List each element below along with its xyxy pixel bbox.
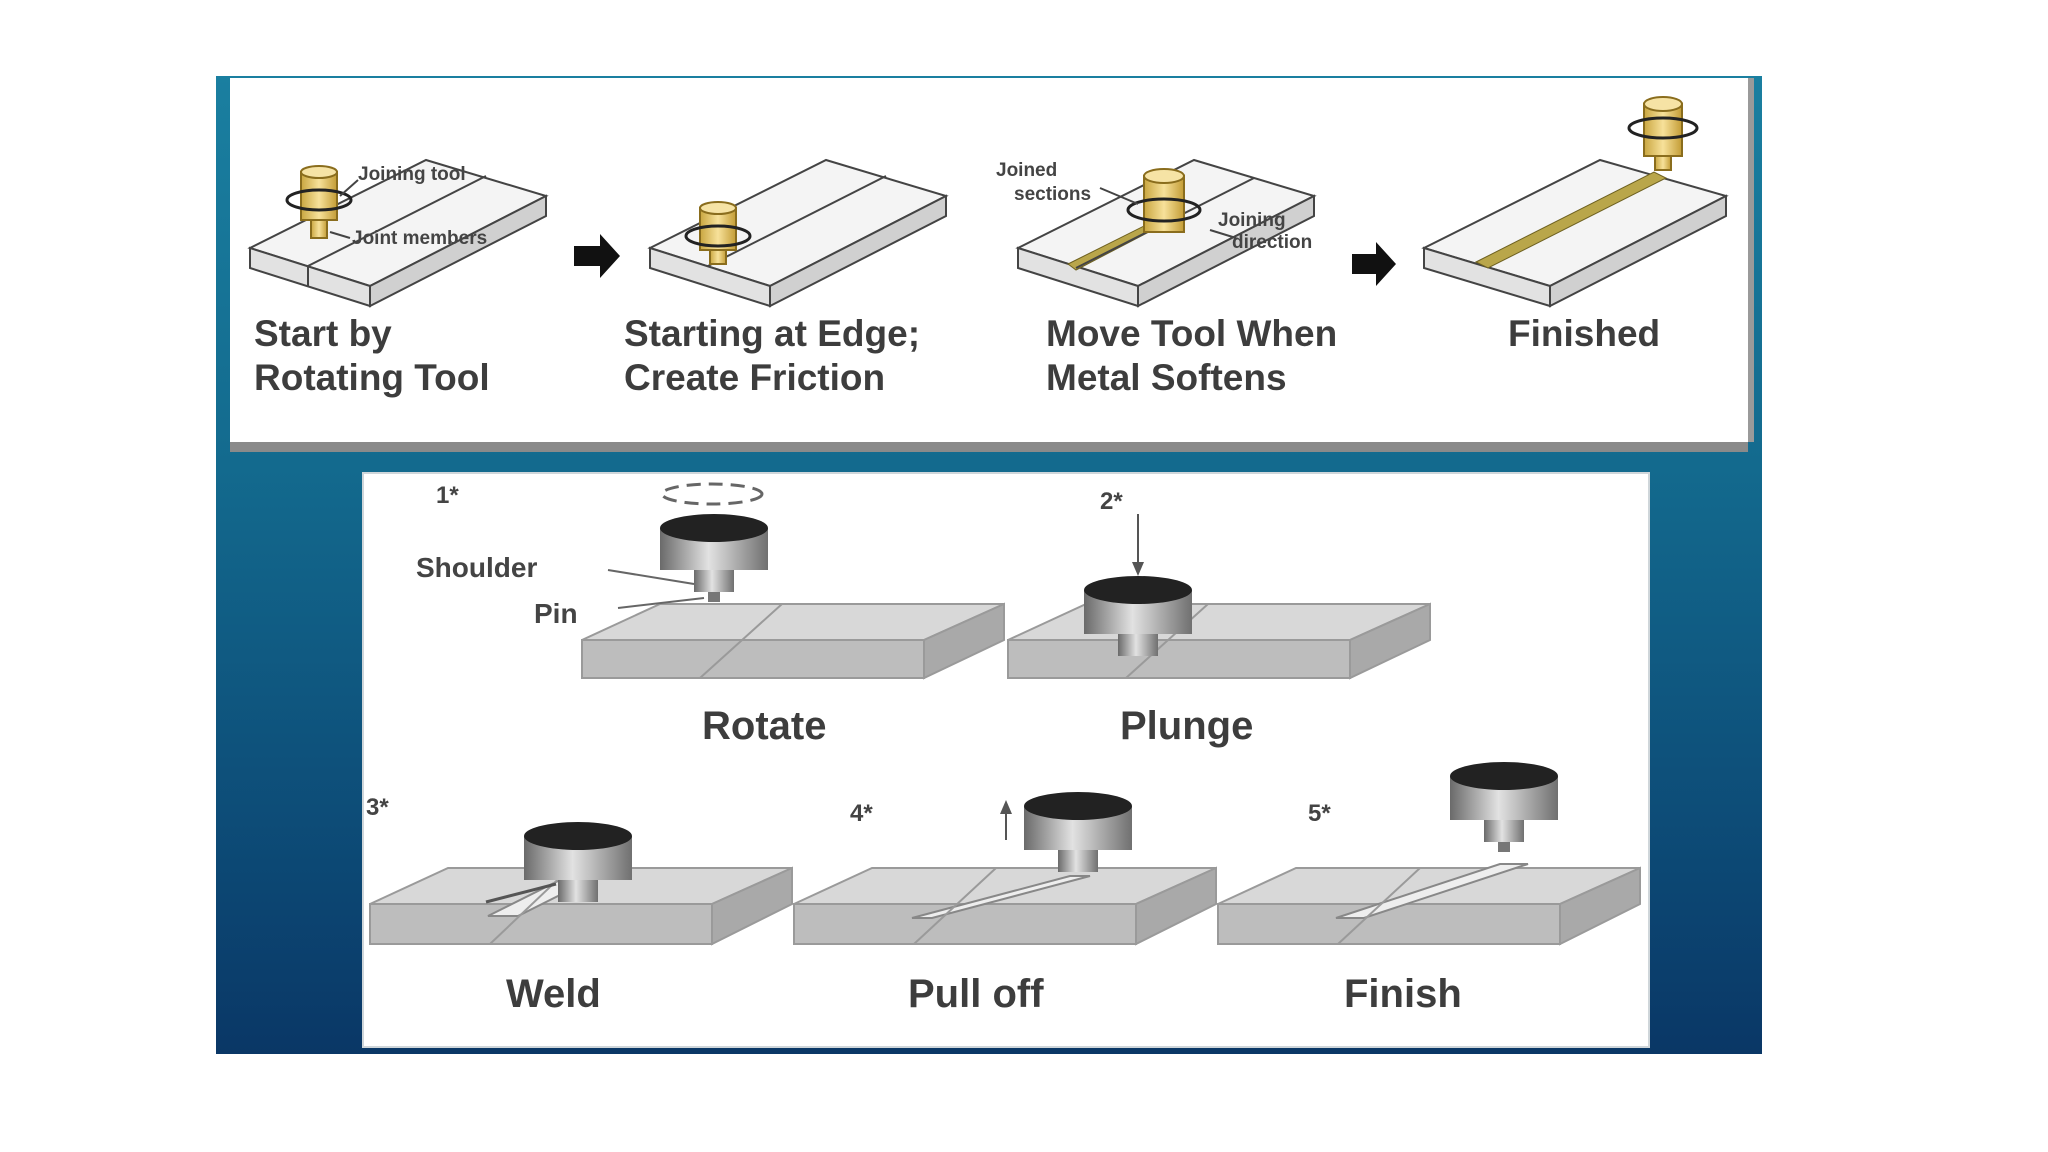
label-rotate: Rotate (702, 704, 827, 748)
arrow-right-icon-1 (574, 234, 620, 278)
label-finish: Finish (1344, 972, 1462, 1016)
caption-move-line1: Move Tool When (1046, 313, 1338, 354)
pull-off-plate (793, 866, 1217, 946)
arrow-right-icon-2 (1352, 242, 1396, 286)
step-number-2: 2* (1100, 488, 1123, 515)
plate-4 (1421, 158, 1729, 308)
joining-tool-1 (285, 165, 359, 239)
caption-start-line2: Rotating Tool (254, 357, 490, 398)
joining-tool-4 (1627, 96, 1699, 171)
label-weld: Weld (506, 972, 601, 1016)
shoulder-label: Shoulder (416, 552, 538, 583)
label-plunge: Plunge (1120, 704, 1254, 748)
joining-tool-2 (684, 201, 752, 265)
rotate-tool (607, 482, 768, 609)
rotate-plate (581, 602, 1005, 680)
step-number-4: 4* (850, 800, 873, 827)
finish-tool (1450, 762, 1558, 852)
pull-off-tool (1000, 792, 1132, 872)
caption-finished: Finished (1508, 313, 1661, 354)
plate-1 (247, 158, 549, 308)
joining-direction-label-1: Joining (1218, 210, 1286, 231)
step-number-3: 3* (366, 794, 389, 821)
plunge-plate (1007, 602, 1431, 680)
joining-tool-label: Joining tool (358, 164, 466, 185)
caption-edge-line2: Create Friction (624, 357, 886, 398)
step-number-1: 1* (436, 482, 459, 509)
bottom-process-panel (362, 472, 1650, 1048)
caption-move-line2: Metal Softens (1046, 357, 1287, 398)
weld-plate (369, 866, 793, 946)
finish-plate (1217, 863, 1641, 946)
step-number-5: 5* (1308, 800, 1331, 827)
joint-members-label: Joint members (352, 228, 488, 249)
caption-start-line1: Start by (254, 313, 392, 354)
caption-edge-line1: Starting at Edge; (624, 313, 921, 354)
joined-sections-label-2: sections (1014, 184, 1092, 205)
label-pull-off: Pull off (908, 972, 1044, 1016)
plunge-tool (1084, 514, 1192, 656)
joining-direction-label-2: direction (1232, 232, 1313, 253)
joining-tool-3 (1099, 168, 1237, 239)
weld-tool (524, 822, 632, 902)
joined-sections-label-1: Joined (996, 160, 1058, 181)
pin-label: Pin (534, 598, 578, 629)
